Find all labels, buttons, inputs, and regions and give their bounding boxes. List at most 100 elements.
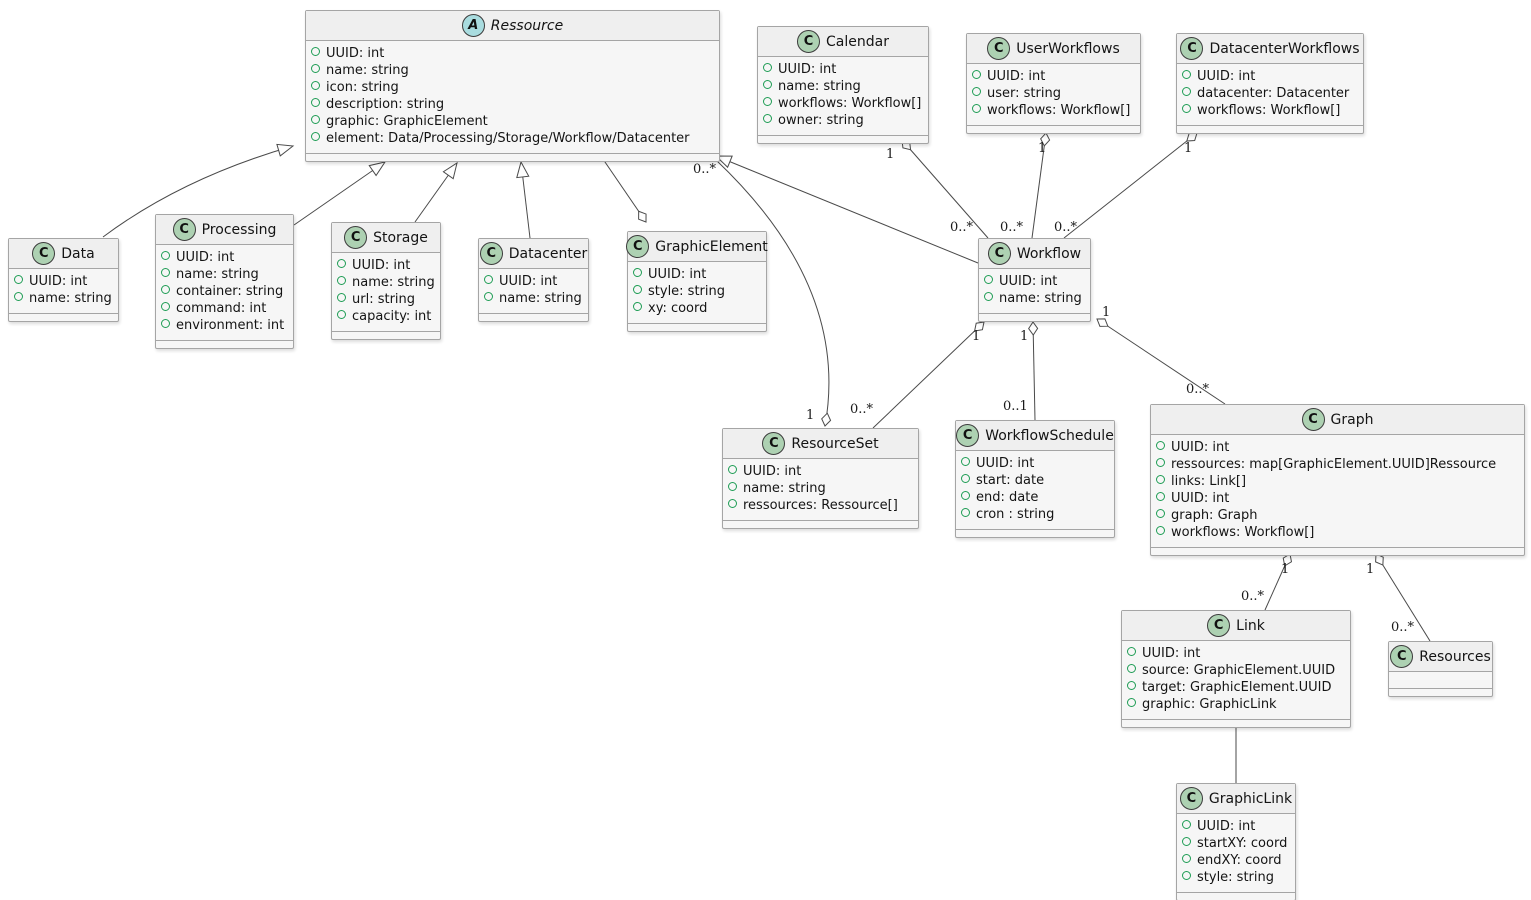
field-visibility-icon — [763, 80, 772, 89]
class-icon: C — [956, 424, 980, 447]
field-visibility-icon — [972, 87, 981, 96]
attribute-row: xy: coord — [633, 300, 758, 317]
attribute-text: name: string — [999, 291, 1082, 306]
multiplicity-label: 1 — [1020, 329, 1028, 344]
attribute-row: UUID: int — [961, 455, 1106, 472]
class-name: ResourceSet — [791, 435, 879, 452]
multiplicity-label: 0..* — [950, 220, 974, 235]
multiplicity-label: 1 — [1366, 562, 1374, 577]
attribute-row: UUID: int — [484, 273, 580, 290]
class-methods-compartment — [1122, 719, 1350, 727]
multiplicity-label: 1 — [1038, 141, 1046, 156]
attribute-row: graphic: GraphicLink — [1127, 696, 1342, 713]
attribute-text: end: date — [976, 490, 1039, 505]
abstract-class-icon: A — [461, 14, 485, 37]
aggregation-diamond-icon — [638, 210, 647, 223]
field-visibility-icon — [311, 81, 320, 90]
class-icon: C — [1207, 614, 1231, 637]
class-methods-compartment — [1177, 892, 1295, 900]
attribute-row: UUID: int — [14, 273, 110, 290]
edge-line — [1031, 132, 1047, 239]
attribute-row: target: GraphicElement.UUID — [1127, 679, 1342, 696]
attribute-row: UUID: int — [1156, 439, 1516, 456]
field-visibility-icon — [161, 319, 170, 328]
attribute-text: graphic: GraphicElement — [326, 114, 488, 129]
attribute-text: links: Link[] — [1171, 474, 1247, 489]
class-icon: C — [1180, 37, 1204, 60]
field-visibility-icon — [972, 70, 981, 79]
class-icon: C — [1301, 408, 1325, 431]
field-visibility-icon — [1182, 70, 1191, 79]
aggregation-diamond-icon — [1282, 553, 1293, 567]
attribute-row: user: string — [972, 85, 1132, 102]
attribute-row: workflows: Workflow[] — [763, 95, 921, 112]
attribute-text: name: string — [29, 291, 112, 306]
attribute-row: UUID: int — [1182, 68, 1355, 85]
attribute-row: start: date — [961, 472, 1106, 489]
field-visibility-icon — [633, 268, 642, 277]
field-visibility-icon — [337, 276, 346, 285]
field-visibility-icon — [1127, 664, 1136, 673]
class-methods-compartment — [1177, 125, 1363, 133]
edge-resourceset-workflow: 0..*1 — [850, 321, 985, 429]
attribute-text: start: date — [976, 473, 1045, 488]
multiplicity-label: 1 — [886, 147, 894, 162]
class-attributes: UUID: int name: string — [9, 268, 118, 313]
attribute-text: datacenter: Datacenter — [1197, 86, 1350, 101]
field-visibility-icon — [311, 64, 320, 73]
field-visibility-icon — [311, 115, 320, 124]
attribute-row: UUID: int — [337, 257, 432, 274]
attribute-row: style: string — [1182, 869, 1287, 886]
attribute-row: element: Data/Processing/Storage/Workflo… — [311, 130, 711, 147]
attribute-text: UUID: int — [648, 267, 707, 282]
attribute-text: name: string — [778, 79, 861, 94]
attribute-text: source: GraphicElement.UUID — [1142, 663, 1336, 678]
attribute-row: datacenter: Datacenter — [1182, 85, 1355, 102]
attribute-row: command: int — [161, 300, 285, 317]
edge-datacenter-ressource — [516, 160, 531, 239]
attribute-row: description: string — [311, 96, 711, 113]
class-name: GraphicElement — [655, 238, 768, 255]
edge-ressource-resourceset: 0..*1 — [693, 159, 832, 427]
field-visibility-icon — [14, 292, 23, 301]
attribute-text: owner: string — [778, 113, 864, 128]
attribute-row: owner: string — [763, 112, 920, 129]
class-name: Processing — [201, 221, 277, 238]
multiplicity-label: 1 — [1281, 562, 1289, 577]
edge-line — [715, 155, 979, 264]
attribute-row: ressources: map[GraphicElement.UUID]Ress… — [1156, 456, 1516, 473]
field-visibility-icon — [961, 474, 970, 483]
class-icon: C — [1390, 645, 1414, 668]
attribute-text: name: string — [743, 481, 826, 496]
edge-line — [102, 145, 294, 238]
field-visibility-icon — [633, 285, 642, 294]
field-visibility-icon — [1182, 87, 1191, 96]
multiplicity-label: 0..* — [1241, 589, 1265, 604]
attribute-text: UUID: int — [999, 274, 1058, 289]
attribute-text: style: string — [648, 284, 726, 299]
attribute-row: UUID: int — [633, 266, 758, 283]
attribute-text: capacity: int — [352, 309, 432, 324]
attribute-text: UUID: int — [29, 274, 88, 289]
attribute-row: UUID: int — [763, 61, 920, 78]
field-visibility-icon — [728, 499, 737, 508]
field-visibility-icon — [728, 482, 737, 491]
inheritance-arrow-icon — [714, 155, 733, 169]
class-name: UserWorkflows — [1016, 40, 1120, 57]
field-visibility-icon — [311, 47, 320, 56]
